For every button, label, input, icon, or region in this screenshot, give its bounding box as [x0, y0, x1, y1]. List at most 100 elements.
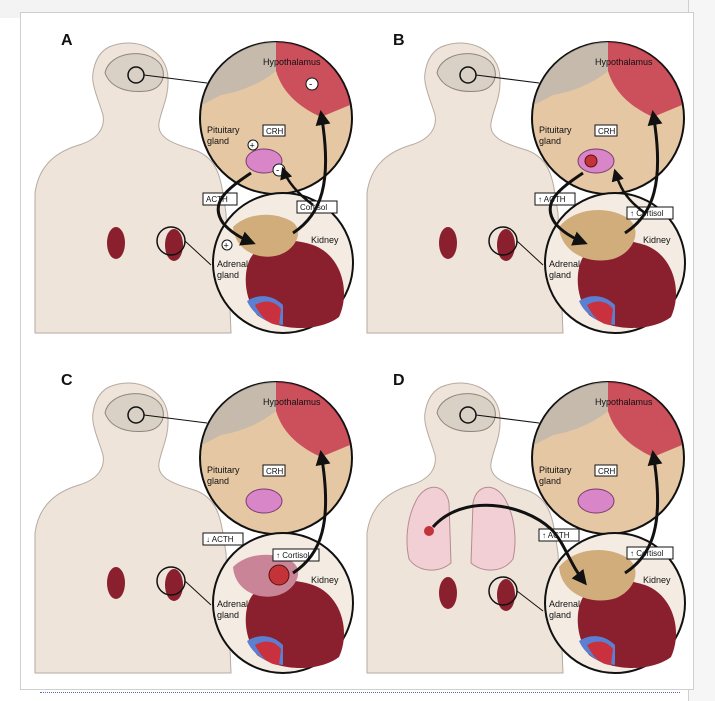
crh-label: CRH	[598, 467, 616, 476]
kidney-left	[439, 227, 457, 259]
lens-line	[516, 240, 544, 266]
minus-sign-text: -	[276, 166, 279, 177]
hypothalamus-label: Hypothalamus	[263, 397, 321, 407]
brain-gray	[202, 382, 276, 445]
minus-sign-text: -	[309, 80, 312, 91]
lens-line	[516, 590, 544, 612]
brain	[104, 393, 164, 432]
lung-acth-arrow	[431, 503, 587, 586]
acth-arrow	[548, 171, 588, 246]
cortisol-arrow	[624, 450, 663, 575]
cortisol-label: ↑ Cortisol	[276, 551, 310, 560]
kidney-left	[439, 577, 457, 609]
acth-arrow	[216, 171, 256, 246]
lens-line	[143, 74, 208, 84]
acth-label: ↓ ACTH	[206, 535, 234, 544]
acth-label: ACTH	[206, 195, 228, 204]
crh-box	[262, 124, 286, 137]
lens-line	[184, 240, 212, 266]
acth-box	[202, 532, 244, 546]
brain	[104, 53, 164, 92]
lung-tumor	[424, 526, 434, 536]
crh-label: CRH	[266, 127, 284, 136]
panel-letter: D	[393, 372, 405, 389]
kidney-label: Kidney	[311, 575, 339, 585]
body-silhouette	[366, 42, 564, 334]
pituitary-gland	[245, 148, 283, 174]
lens-line	[143, 414, 208, 424]
lens-line	[475, 414, 540, 424]
vessels	[255, 641, 281, 665]
vessels	[587, 301, 613, 325]
brain	[436, 53, 496, 92]
crh-label: CRH	[598, 127, 616, 136]
lens-line	[475, 74, 540, 84]
feedback-arrow	[611, 168, 646, 215]
panel-letter: C	[61, 372, 73, 389]
adrenal-gland-shape	[233, 214, 299, 257]
cortisol-arrow	[292, 110, 331, 235]
plus-sign	[221, 239, 233, 251]
cortisol-box	[272, 548, 320, 562]
kidney-label: Kidney	[311, 235, 339, 245]
crh-label: CRH	[266, 467, 284, 476]
pituitary-tumor	[584, 154, 598, 168]
kidney-right	[497, 229, 515, 261]
plus-sign-text: +	[224, 241, 229, 251]
adrenal-tumor	[268, 564, 290, 586]
cortisol-arrow	[292, 450, 331, 575]
kidney-right	[165, 569, 183, 601]
kidney-left	[107, 567, 125, 599]
pituitary-gland	[577, 488, 615, 514]
brain-gray	[534, 42, 608, 105]
kidney-label: Kidney	[643, 235, 671, 245]
hypothalamus-region	[608, 382, 682, 457]
minus-sign	[305, 77, 319, 91]
adrenal-gland-shape	[559, 209, 636, 261]
body-silhouette	[34, 382, 232, 674]
vessels	[587, 641, 613, 665]
hypothalamus-label: Hypothalamus	[595, 57, 653, 67]
brain-gray	[534, 382, 608, 445]
plus-sign-text: +	[250, 141, 255, 151]
cortisol-arrow	[624, 110, 663, 235]
adrenal-gland-shape	[559, 549, 636, 601]
vessels	[255, 301, 281, 325]
crh-box	[594, 124, 618, 137]
panel-letter: A	[61, 32, 73, 49]
dotted-rule	[40, 692, 680, 693]
brain-gray	[202, 42, 276, 105]
kidney-left	[107, 227, 125, 259]
kidney-label: Kidney	[643, 575, 671, 585]
hypothalamus-label: Hypothalamus	[263, 57, 321, 67]
acth-box	[534, 192, 576, 206]
kidney-right	[165, 229, 183, 261]
panel-letter: B	[393, 32, 405, 49]
pituitary-gland	[245, 488, 283, 514]
cortisol-label: Cortisol	[300, 203, 327, 212]
cortisol-label: ↑ Cortisol	[630, 549, 664, 558]
hypothalamus-region	[276, 382, 350, 457]
hypothalamus-region	[608, 42, 682, 117]
brain	[436, 393, 496, 432]
crh-box	[594, 464, 618, 477]
kidney-right	[497, 579, 515, 611]
cortisol-label: ↑ Cortisol	[630, 209, 664, 218]
lens-line	[184, 580, 212, 606]
feedback-arrow	[280, 166, 314, 206]
